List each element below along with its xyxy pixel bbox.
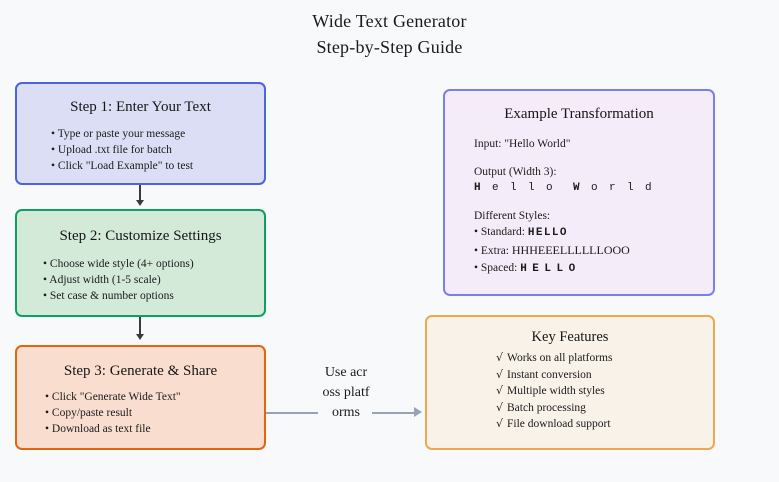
page-title: Wide Text Generator Step-by-Step Guide <box>0 8 779 60</box>
step-3-box: Step 3: Generate & Share • Click "Genera… <box>15 345 266 450</box>
style-spaced-label: • Spaced: <box>474 262 518 274</box>
style-extra-value: HHHEEELLLLLLOOO <box>511 243 630 257</box>
step-2-bullet-list: • Choose wide style (4+ options) • Adjus… <box>17 256 264 304</box>
step-2-box: Step 2: Customize Settings • Choose wide… <box>15 209 266 317</box>
check-icon: √ <box>496 367 504 381</box>
page-title-line-2: Step-by-Step Guide <box>316 37 463 57</box>
example-output-value: H e l l o W o r l d <box>474 182 655 194</box>
list-item: • Click "Generate Wide Text" <box>45 391 181 403</box>
example-body: Input: "Hello World" Output (Width 3): H… <box>445 136 713 278</box>
connector-arrowhead-icon <box>136 200 144 206</box>
list-item: • Spaced: HELLO <box>474 260 713 278</box>
list-item: • Copy/paste result <box>45 407 133 419</box>
spacer <box>474 196 713 208</box>
list-item: • Adjust width (1-5 scale) <box>43 274 161 286</box>
list-item: • Upload .txt file for batch <box>51 144 172 156</box>
step-3-bullet-list: • Click "Generate Wide Text" • Copy/past… <box>17 389 264 437</box>
step-1-bullet-list: • Type or paste your message • Upload .t… <box>17 126 264 174</box>
check-icon: √ <box>496 400 504 414</box>
feature-label: Instant conversion <box>507 368 592 381</box>
list-item: • Click "Load Example" to test <box>51 160 194 172</box>
example-transformation-box: Example Transformation Input: "Hello Wor… <box>443 89 715 296</box>
check-icon: √ <box>496 351 504 364</box>
list-item: √File download support <box>496 416 713 433</box>
list-item: √Batch processing <box>496 400 713 417</box>
list-item: √Multiple width styles <box>496 383 713 400</box>
style-standard-value: HELLO <box>527 227 568 239</box>
connector-label: Use across platforms <box>322 365 370 420</box>
example-title: Example Transformation <box>504 106 654 122</box>
check-icon: √ <box>496 384 504 397</box>
step-2-title: Step 2: Customize Settings <box>59 228 222 244</box>
connector-arrowhead-icon <box>136 334 144 340</box>
connector-line-right <box>372 412 416 414</box>
connector-line-left <box>266 412 318 414</box>
step-1-box: Step 1: Enter Your Text • Type or paste … <box>15 82 266 185</box>
list-item: • Choose wide style (4+ options) <box>43 258 194 270</box>
example-style-list: • Standard: HELLO • Extra: HHHEEELLLLLLO… <box>474 224 713 278</box>
key-features-list: √Works on all platforms √Instant convers… <box>427 350 713 433</box>
connector-step1-to-step2 <box>139 185 141 203</box>
style-standard-label: • Standard: <box>474 226 525 238</box>
style-extra-label: • Extra: <box>474 245 509 257</box>
feature-label: Works on all platforms <box>507 352 613 364</box>
list-item: • Download as text file <box>45 423 151 435</box>
spacer <box>474 152 713 164</box>
check-icon: √ <box>496 417 504 430</box>
example-input-label: Input: "Hello World" <box>474 138 571 150</box>
style-spaced-value: HELLO <box>520 263 581 275</box>
step-1-title: Step 1: Enter Your Text <box>70 99 211 115</box>
feature-label: Batch processing <box>507 401 586 414</box>
example-styles-label: Different Styles: <box>474 210 551 222</box>
page-title-line-1: Wide Text Generator <box>312 11 467 31</box>
key-features-box: Key Features √Works on all platforms √In… <box>425 315 715 450</box>
list-item: • Set case & number options <box>43 290 174 302</box>
list-item: √Works on all platforms <box>496 350 713 367</box>
list-item: √Instant conversion <box>496 367 713 384</box>
feature-label: Multiple width styles <box>507 385 605 397</box>
example-output-label: Output (Width 3): <box>474 166 557 178</box>
list-item: • Type or paste your message <box>51 128 186 140</box>
connector-arrowhead-icon <box>414 407 422 417</box>
step-3-title: Step 3: Generate & Share <box>63 363 218 379</box>
feature-label: File download support <box>507 418 611 430</box>
list-item: • Standard: HELLO <box>474 224 713 242</box>
connector-step2-to-step3 <box>139 317 141 337</box>
key-features-title: Key Features <box>531 329 609 345</box>
list-item: • Extra: HHHEEELLLLLLOOO <box>474 242 713 260</box>
